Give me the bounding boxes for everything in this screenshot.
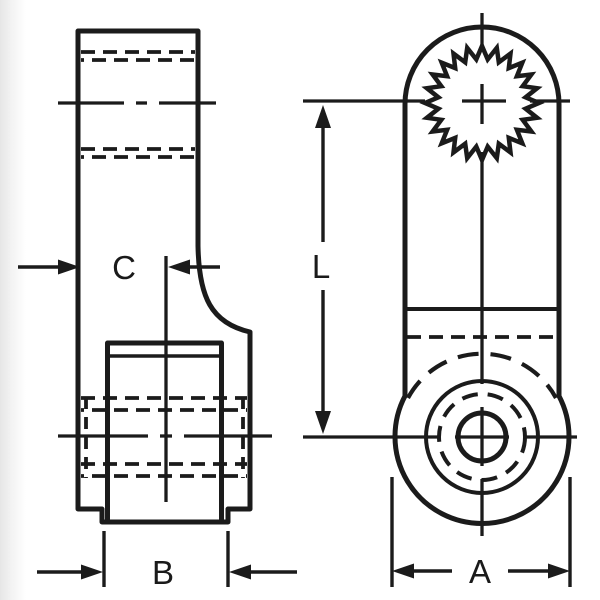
shaft-hidden-lines [81,50,195,159]
side-view-centerlines [58,101,272,502]
b-arrowhead-right [229,564,251,580]
dimension-label-a: A [469,553,491,590]
dimension-label-l: L [312,248,330,285]
dimension-label-c: C [112,249,136,286]
a-arrowhead-right [548,563,570,579]
b-arrowhead-left [81,564,103,580]
dimension-c: C [18,249,220,286]
front-view [303,13,577,536]
side-view-body [75,28,253,525]
left-edge-shading [0,0,26,600]
front-view-centerlines [303,13,577,536]
dimension-a: A [390,477,572,590]
c-arrowhead-right [168,259,190,275]
dimension-l: L [312,105,331,434]
dimension-label-b: B [152,554,174,591]
side-view [58,28,272,525]
a-arrowhead-left [392,563,414,579]
l-arrowhead-top [315,105,331,128]
c-arrowhead-left [58,259,80,275]
l-arrowhead-bottom [315,411,331,434]
dimension-b: B [37,531,297,591]
